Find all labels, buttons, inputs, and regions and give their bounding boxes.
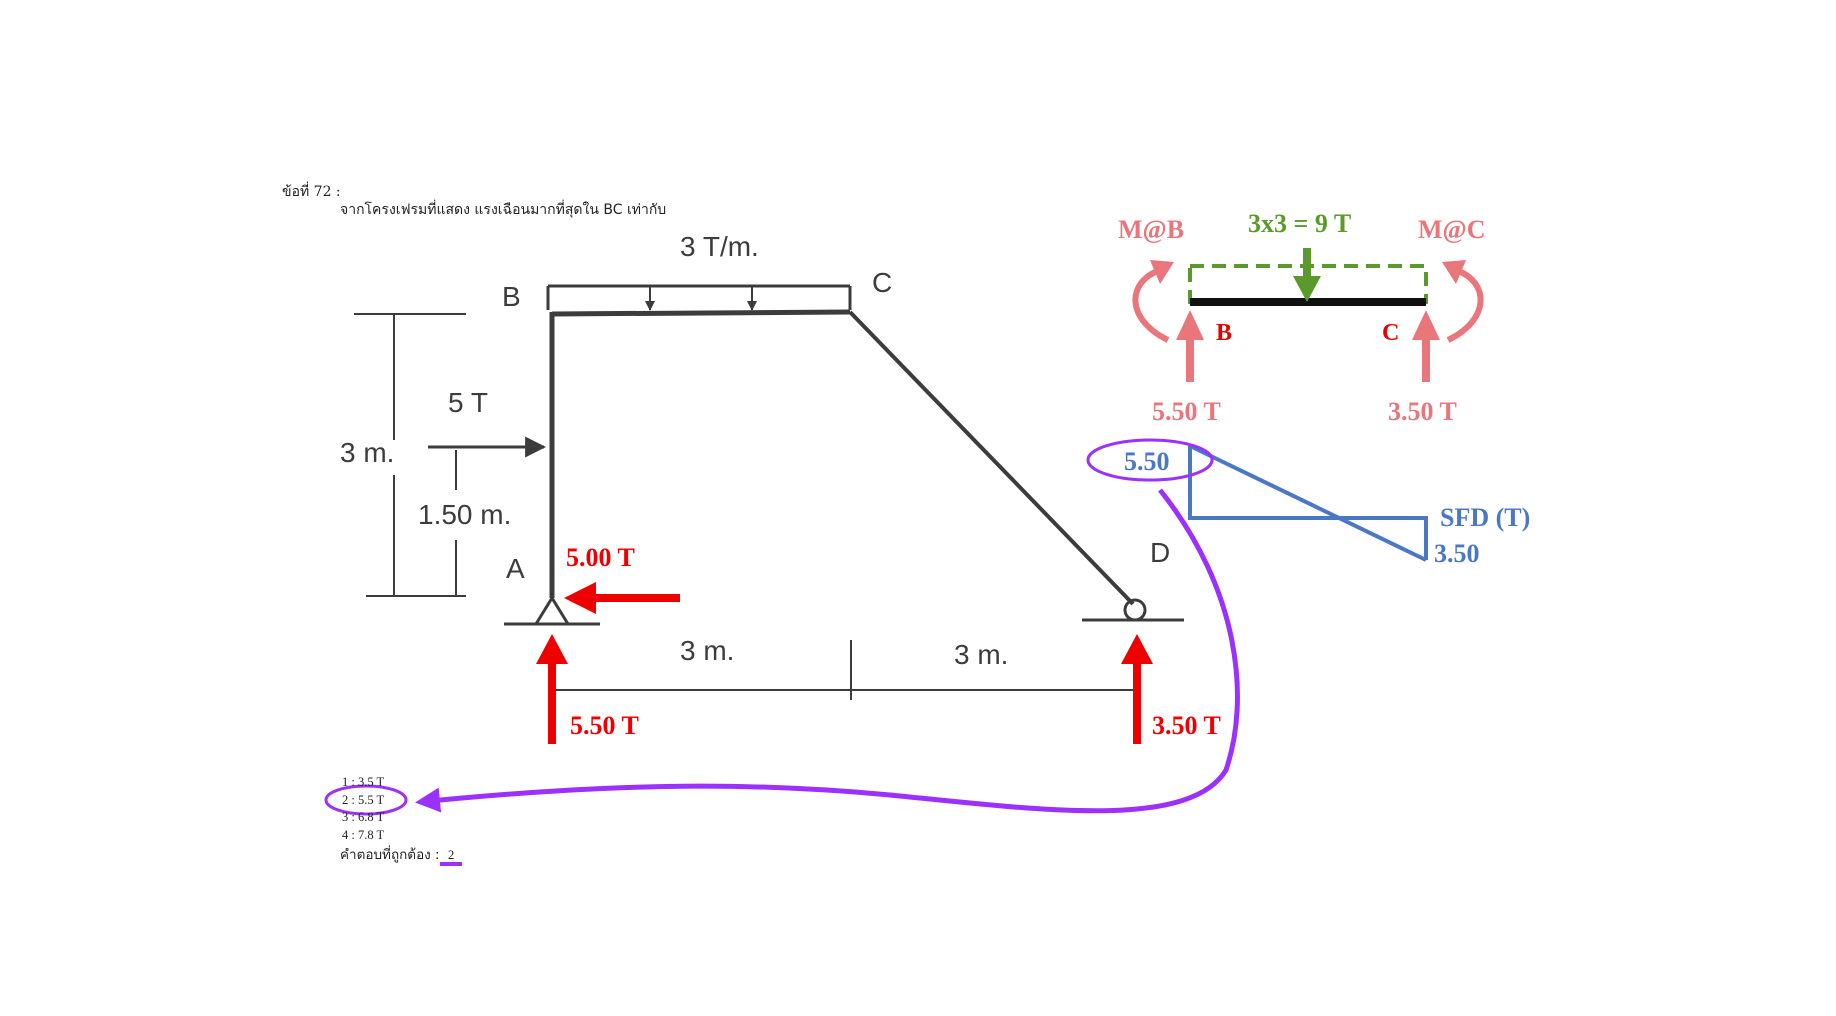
point-load-label: 5 T (448, 387, 488, 418)
point-load-height-label: 1.50 m. (418, 499, 511, 530)
answer-value: 2 (448, 848, 454, 862)
span-right-label: 3 m. (954, 639, 1008, 670)
free-body-node-b: B (1216, 320, 1232, 346)
sfd-max-negative: 3.50 (1434, 539, 1480, 568)
free-body-node-c: C (1382, 320, 1399, 346)
free-body-reaction-b: 5.50 T (1152, 397, 1221, 426)
node-c-label: C (872, 267, 892, 298)
free-body-reaction-c: 3.50 T (1388, 397, 1457, 426)
reaction-d-vertical-arrow (1121, 634, 1153, 744)
node-a-label: A (506, 553, 525, 584)
reaction-a-vertical-arrow (536, 634, 568, 744)
node-b-label: B (502, 281, 521, 312)
height-dimension-label: 3 m. (340, 437, 394, 468)
reaction-a-horizontal-label: 5.00 T (566, 543, 635, 572)
option-3[interactable]: 3 : 6.8 T (342, 810, 384, 824)
load-intensity-label: 3 T/m. (680, 231, 759, 262)
question-number: ข้อที่ 72 : (282, 182, 341, 200)
free-body-bc (1132, 248, 1484, 382)
question-text: จากโครงเฟรมที่แสดง แรงเฉือนมากที่สุดใน B… (340, 200, 666, 218)
option-4[interactable]: 4 : 7.8 T (342, 828, 384, 842)
option-2[interactable]: 2 : 5.5 T (342, 793, 384, 807)
reaction-d-vertical-label: 3.50 T (1152, 711, 1221, 740)
reaction-a-horizontal-arrow (564, 582, 680, 614)
sfd-max-positive: 5.50 (1124, 447, 1170, 476)
moment-c-label: M@C (1418, 215, 1486, 244)
moment-b-label: M@B (1118, 215, 1184, 244)
frame-structure (354, 284, 1184, 700)
node-d-label: D (1150, 537, 1170, 568)
shear-force-diagram (1188, 444, 1428, 562)
answer-label: คำตอบที่ถูกต้อง : (340, 845, 440, 863)
correct-option-highlight (324, 784, 408, 816)
udl-resultant-label: 3x3 = 9 T (1248, 209, 1351, 238)
reaction-a-vertical-label: 5.50 T (570, 711, 639, 740)
span-left-label: 3 m. (680, 635, 734, 666)
sfd-value-highlight (1086, 438, 1214, 482)
sfd-title: SFD (T) (1440, 503, 1530, 532)
option-1[interactable]: 1 : 3.5 T (342, 775, 384, 789)
answer-link-arrow (415, 488, 1240, 814)
